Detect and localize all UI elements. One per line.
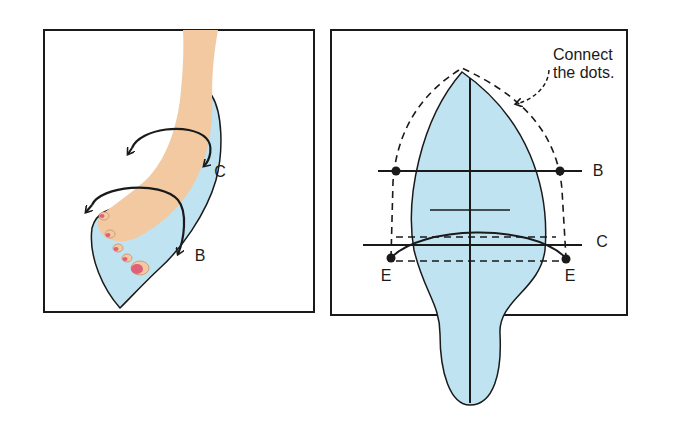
dots [387, 167, 571, 264]
toes [99, 212, 149, 275]
center-line [469, 78, 471, 403]
measure-arrow [132, 129, 210, 166]
measure-label: B [195, 247, 206, 265]
dashed-line [396, 260, 560, 262]
cross-line [430, 209, 510, 211]
foot [98, 30, 218, 241]
measure-label: B [593, 162, 604, 180]
measure-label: C [596, 233, 608, 251]
measure-arrow [92, 188, 184, 254]
callout-arrow [516, 70, 549, 104]
dashed-line [396, 236, 556, 238]
measure-arrow [86, 205, 92, 212]
measure-arc [391, 232, 566, 258]
panel-frame [44, 30, 314, 312]
dashed-outline [391, 68, 566, 258]
measure-arrow [128, 148, 132, 154]
measure-label: C [214, 163, 226, 181]
measure-line [378, 170, 582, 172]
point-label: E [565, 267, 576, 285]
point-label: E [381, 267, 392, 285]
note-text: Connect the dots. [553, 46, 631, 83]
toenails [100, 214, 144, 274]
